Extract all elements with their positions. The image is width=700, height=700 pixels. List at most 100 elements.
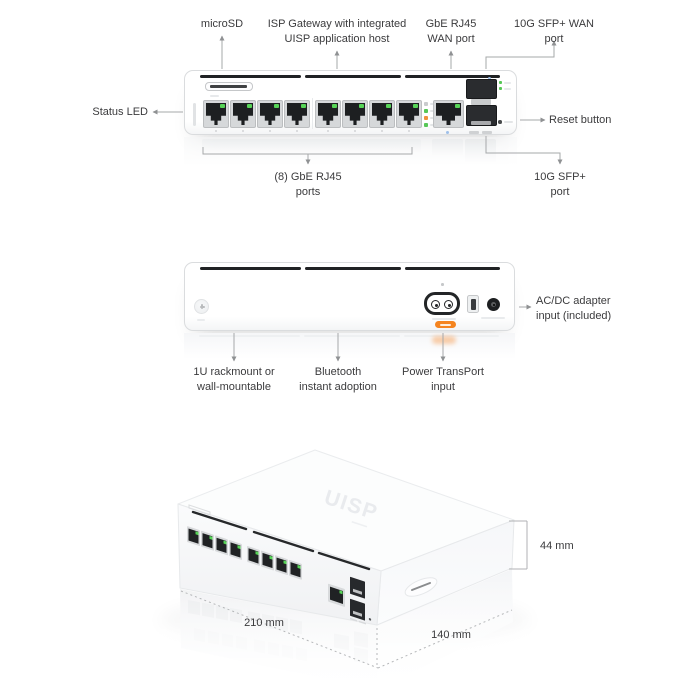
iso-front-face — [177, 503, 382, 626]
callout-microsd: microSD — [200, 18, 244, 30]
rj45-jack — [260, 103, 280, 125]
iso-right-face — [376, 519, 515, 626]
rackmount-screw-point — [194, 299, 209, 314]
dim-44-bracket — [509, 520, 528, 570]
rj45-jack — [372, 103, 392, 125]
iso-reflection-fade — [155, 582, 535, 700]
port-number-mark — [354, 130, 356, 132]
rj45-jack — [399, 103, 419, 125]
led-legend-grey — [424, 102, 428, 106]
usb-port — [467, 295, 479, 313]
iso-vent-slots — [191, 510, 371, 571]
wan-indicator-dot — [446, 131, 449, 134]
reset-label-mark — [504, 121, 513, 123]
logo-subtext-mark — [351, 521, 368, 528]
screw-label-mark — [197, 319, 205, 321]
status-led — [193, 103, 196, 126]
rear-panel-device — [184, 262, 515, 331]
port-led — [247, 104, 252, 108]
dim-depth-label: 140 mm — [431, 629, 471, 641]
port-led — [220, 104, 225, 108]
gbe-wan-port — [433, 100, 464, 128]
rj45-jack — [206, 103, 226, 125]
port-led — [274, 104, 279, 108]
dc-adapter-jack — [487, 298, 500, 311]
rj45-port-3 — [257, 100, 283, 128]
rj45-jack — [318, 103, 338, 125]
sfp-port-cage — [466, 105, 497, 126]
rj45-port-4 — [284, 100, 310, 128]
callout-acdc: AC/DC adapter input (included) — [536, 295, 612, 322]
sfp-label-mark — [469, 131, 479, 134]
rj45-port-8 — [396, 100, 422, 128]
sfp-latch — [471, 121, 491, 125]
vent-slot — [405, 267, 500, 270]
sfp-latch — [471, 99, 491, 105]
led-legend-orange — [424, 116, 428, 120]
rj45-jack — [436, 103, 461, 125]
vent-slot — [405, 75, 500, 78]
sfp-label-mark — [482, 131, 492, 134]
rj45-port-1 — [203, 100, 229, 128]
reset-button — [498, 120, 502, 124]
callout-reset-button: Reset button — [549, 114, 612, 126]
rj45-jack — [345, 103, 365, 125]
iso-reset-dot — [368, 618, 372, 621]
sfp-wan-cage — [466, 79, 497, 99]
front-panel-device — [184, 70, 517, 135]
iso-shadow — [160, 594, 530, 646]
port-number-mark — [242, 130, 244, 132]
iso-reflection-ports — [188, 600, 368, 664]
callout-isp-gateway: ISP Gateway with integrated UISP applica… — [267, 18, 407, 45]
inlet-hole — [431, 300, 440, 309]
port-number-mark — [296, 130, 298, 132]
led-legend-green — [424, 109, 428, 113]
port-led — [359, 104, 364, 108]
gbe-ports-bracket — [202, 147, 413, 155]
port-number-mark — [215, 130, 217, 132]
power-indicator-dot — [441, 283, 444, 286]
rear-reflection — [184, 333, 515, 359]
vent-slot — [200, 75, 301, 78]
iso-wan-port — [328, 583, 345, 607]
iso-rj45-ports — [187, 526, 302, 580]
port-number-mark — [327, 130, 329, 132]
sfp-indicator-mark — [504, 81, 511, 84]
port-led — [332, 104, 337, 108]
rj45-jack — [287, 103, 307, 125]
port-group-divider — [312, 98, 313, 129]
inlet-hole — [444, 300, 453, 309]
iso-front-ports — [187, 526, 372, 625]
callout-rackmount: 1U rackmount or wall-mountable — [193, 366, 275, 393]
rj45-port-6 — [342, 100, 368, 128]
sfp-indicator-green — [499, 81, 502, 84]
microsd-slot-opening — [210, 85, 247, 88]
iso-microsd-outline — [188, 504, 211, 516]
sfp-indicator-green — [499, 87, 502, 90]
dim-width-label: 210 mm — [244, 617, 284, 629]
rj45-port-2 — [230, 100, 256, 128]
callout-gbe-wan: GbE RJ45 WAN port — [425, 18, 477, 45]
callout-sfp-wan: 10G SFP+ WAN port — [514, 18, 594, 45]
iso-side-recess — [404, 577, 438, 597]
power-label-mark — [432, 318, 456, 320]
microsd-label-mark — [210, 95, 219, 97]
vent-slot — [305, 75, 401, 78]
dim-height-label: 44 mm — [540, 540, 574, 552]
iso-label-mark — [359, 620, 366, 625]
iso-reflection-ports-faint — [194, 628, 307, 662]
dc-label-mark — [481, 317, 505, 319]
rj45-port-5 — [315, 100, 341, 128]
callout-bluetooth: Bluetooth instant adoption — [299, 366, 377, 393]
callout-status-led: Status LED — [92, 106, 148, 118]
led-legend-green2 — [424, 123, 428, 127]
callout-sfp-port: 10G SFP+ port — [534, 171, 586, 198]
port-led — [413, 104, 418, 108]
callout-transport: Power TransPort input — [402, 366, 484, 393]
iso-top-face — [177, 449, 515, 572]
sfp-indicator-mark — [504, 87, 511, 90]
port-number-mark — [408, 130, 410, 132]
sfp-port-line — [485, 136, 563, 165]
sfp-wan-indicator-dot — [488, 77, 491, 80]
